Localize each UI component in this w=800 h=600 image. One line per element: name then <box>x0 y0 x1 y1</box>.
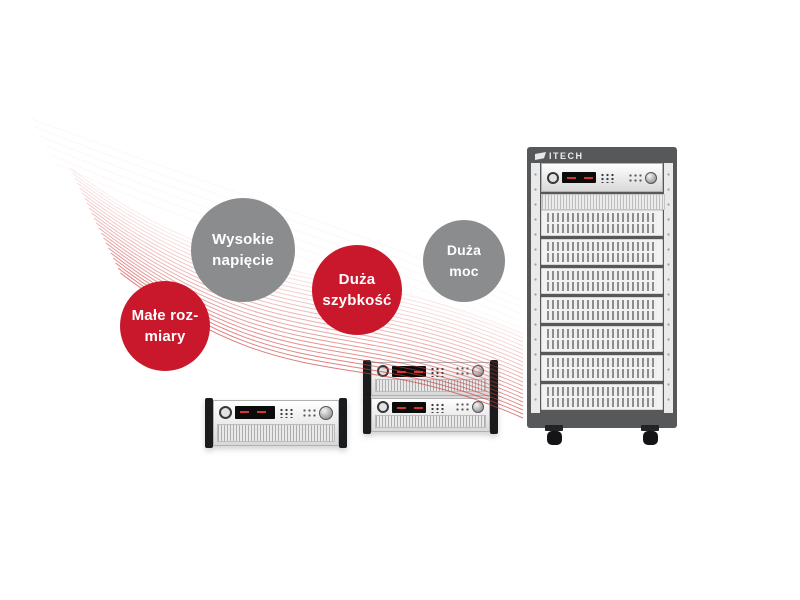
caster-right <box>637 425 663 445</box>
vent-grille <box>375 415 486 428</box>
psu-faceplate <box>371 398 490 432</box>
caster-left <box>541 425 567 445</box>
feature-label-line: moc <box>449 263 479 279</box>
feature-circle-high-speed: Duża szybkość <box>312 245 402 335</box>
lcd-display <box>562 172 596 183</box>
power-button-icon <box>377 401 389 413</box>
rack-vent-panel <box>541 326 663 352</box>
rack-ear-left <box>363 360 371 398</box>
feature-circle-small-size: Małe roz- miary <box>120 281 210 371</box>
psu-unit-bottom-right <box>363 396 498 434</box>
rack-rail-left <box>531 163 540 413</box>
rack-header: ITECH <box>535 150 584 162</box>
feature-circle-high-power: Duża moc <box>423 220 505 302</box>
feature-label-line: napięcie <box>212 252 274 269</box>
rack-vent-panel <box>541 268 663 294</box>
rack-vent-panel <box>541 355 663 381</box>
nav-buttons-icon <box>302 407 316 418</box>
keypad-icon <box>429 401 444 413</box>
feature-label-line: szybkość <box>322 292 392 309</box>
rack-ear-right <box>490 396 498 434</box>
rack-blank-panel <box>541 194 665 210</box>
keypad-icon <box>599 172 614 183</box>
itech-logo-icon <box>535 152 546 160</box>
rack-vent-panel <box>541 384 663 410</box>
rotary-knob-icon <box>645 171 657 184</box>
rack-control-unit <box>541 163 663 192</box>
lcd-display <box>235 406 275 419</box>
feature-label-line: Duża <box>446 242 482 258</box>
rack-vent-panel <box>541 239 663 265</box>
rack-vent-panel <box>541 210 663 236</box>
psu-faceplate <box>541 163 663 192</box>
rack-ear-right <box>339 398 347 448</box>
power-button-icon <box>219 406 232 419</box>
lcd-display <box>392 401 426 413</box>
nav-buttons-icon <box>455 402 469 412</box>
rack-vent-panel <box>541 297 663 323</box>
psu-faceplate <box>213 400 339 446</box>
vent-grille <box>217 424 335 442</box>
nav-buttons-icon <box>628 172 642 183</box>
rotary-knob-icon <box>472 401 484 413</box>
rotary-knob-icon <box>319 405 333 420</box>
feature-label-line: Duża <box>338 271 376 288</box>
rack-rail-right <box>664 163 673 413</box>
rack-ear-right <box>490 360 498 398</box>
feature-circle-high-voltage: Wysokie napięcie <box>191 198 295 302</box>
power-button-icon <box>547 171 559 184</box>
itech-brand-text: ITECH <box>549 151 584 161</box>
psu-unit-left <box>205 398 347 448</box>
keypad-icon <box>278 407 293 418</box>
feature-label-line: miary <box>144 328 186 345</box>
rack-ear-left <box>363 396 371 434</box>
feature-label-line: Małe roz- <box>131 307 199 324</box>
rack-tower: ITECH <box>527 147 677 445</box>
rack-ear-left <box>205 398 213 448</box>
feature-label-line: Wysokie <box>212 231 274 248</box>
